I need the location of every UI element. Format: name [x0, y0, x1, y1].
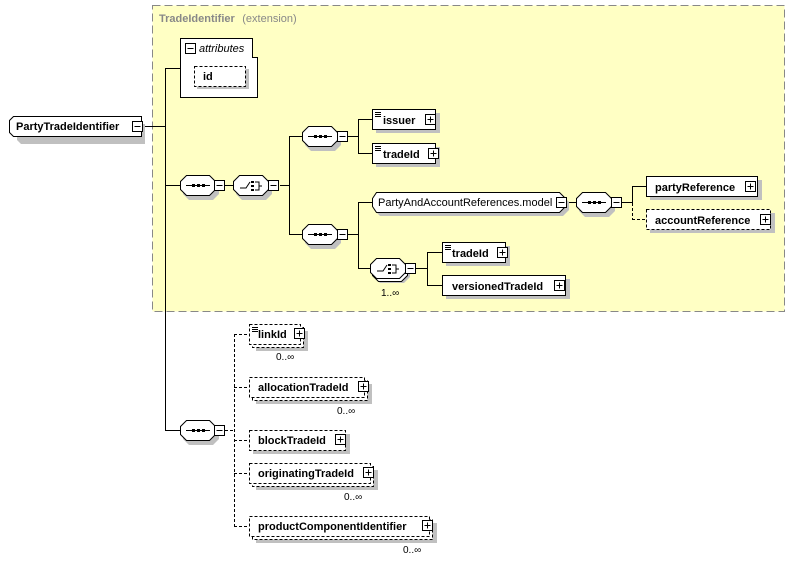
element-tradeId[interactable]: tradeId	[442, 242, 511, 267]
collapse-root-icon[interactable]	[132, 121, 143, 132]
sequence-compositor[interactable]	[576, 192, 622, 218]
element-accountReference[interactable]: accountReference	[646, 209, 776, 234]
collapse-icon[interactable]	[556, 197, 567, 208]
sequence-compositor[interactable]	[302, 126, 348, 152]
attributes-box: attributes id	[180, 38, 258, 98]
expand-icon[interactable]	[760, 214, 771, 225]
collapse-icon[interactable]	[214, 425, 225, 436]
svg-text:allocationTradeId: allocationTradeId	[258, 382, 348, 394]
svg-text:1..∞: 1..∞	[381, 288, 399, 299]
svg-text:PartyTradeIdentifier: PartyTradeIdentifier	[16, 121, 120, 133]
element-allocationTradeId[interactable]: allocationTradeId 0..∞	[249, 377, 373, 418]
svg-text:tradeId: tradeId	[383, 149, 420, 161]
collapse-icon[interactable]	[268, 180, 279, 191]
element-partyReference[interactable]: partyReference	[646, 176, 763, 201]
svg-text:partyReference: partyReference	[655, 182, 735, 194]
svg-text:id: id	[203, 71, 213, 83]
svg-text:blockTradeId: blockTradeId	[258, 435, 326, 447]
element-originatingTradeId[interactable]: originatingTradeId 0..∞	[249, 463, 379, 504]
group-party-and-account-references[interactable]: PartyAndAccountReferences.model	[372, 192, 570, 217]
choice-compositor-repeating[interactable]: 1..∞	[370, 258, 416, 300]
svg-text:PartyAndAccountReferences.mode: PartyAndAccountReferences.model	[378, 197, 552, 209]
element-linkId[interactable]: linkId 0..∞	[249, 324, 309, 364]
element-blockTradeId[interactable]: blockTradeId	[249, 430, 351, 455]
connectors	[144, 68, 646, 431]
expand-icon[interactable]	[745, 181, 756, 192]
expand-icon[interactable]	[422, 520, 433, 531]
root-element[interactable]: PartyTradeIdentifier	[9, 116, 146, 145]
svg-text:tradeId: tradeId	[452, 248, 489, 260]
svg-text:0..∞: 0..∞	[403, 545, 421, 556]
expand-icon[interactable]	[428, 148, 439, 159]
collapse-icon[interactable]	[337, 131, 348, 142]
svg-text:0..∞: 0..∞	[344, 492, 362, 503]
collapse-icon[interactable]	[214, 180, 225, 191]
element-issuer[interactable]: issuer	[372, 109, 441, 134]
svg-text:accountReference: accountReference	[655, 215, 750, 227]
collapse-attributes-icon[interactable]	[185, 43, 196, 54]
optional-connectors	[225, 203, 646, 527]
expand-icon[interactable]	[358, 381, 369, 392]
element-versionedTradeId[interactable]: versionedTradeId	[442, 275, 571, 300]
svg-text:linkId: linkId	[258, 329, 287, 341]
svg-text:0..∞: 0..∞	[276, 352, 294, 363]
expand-icon[interactable]	[497, 247, 508, 258]
svg-text:versionedTradeId: versionedTradeId	[452, 281, 543, 293]
sequence-compositor[interactable]	[180, 175, 225, 201]
element-productComponentIdentifier[interactable]: productComponentIdentifier 0..∞	[249, 516, 438, 557]
sequence-compositor[interactable]	[302, 224, 348, 250]
svg-text:productComponentIdentifier: productComponentIdentifier	[258, 521, 407, 533]
expand-icon[interactable]	[554, 280, 565, 291]
expand-icon[interactable]	[335, 434, 346, 445]
collapse-icon[interactable]	[611, 197, 622, 208]
sequence-compositor[interactable]	[180, 420, 225, 446]
expand-icon[interactable]	[363, 467, 374, 478]
choice-compositor[interactable]	[233, 175, 279, 201]
attribute-id[interactable]	[194, 66, 246, 87]
extension-title: TradeIdentifier (extension)	[159, 9, 297, 26]
collapse-icon[interactable]	[337, 229, 348, 240]
collapse-icon[interactable]	[405, 263, 416, 274]
expand-icon[interactable]	[425, 114, 436, 125]
expand-icon[interactable]	[294, 328, 305, 339]
element-tradeId[interactable]: tradeId	[372, 143, 441, 168]
svg-text:issuer: issuer	[383, 115, 416, 127]
svg-text:0..∞: 0..∞	[337, 406, 355, 417]
svg-text:attributes: attributes	[199, 43, 245, 55]
svg-text:originatingTradeId: originatingTradeId	[258, 468, 354, 480]
